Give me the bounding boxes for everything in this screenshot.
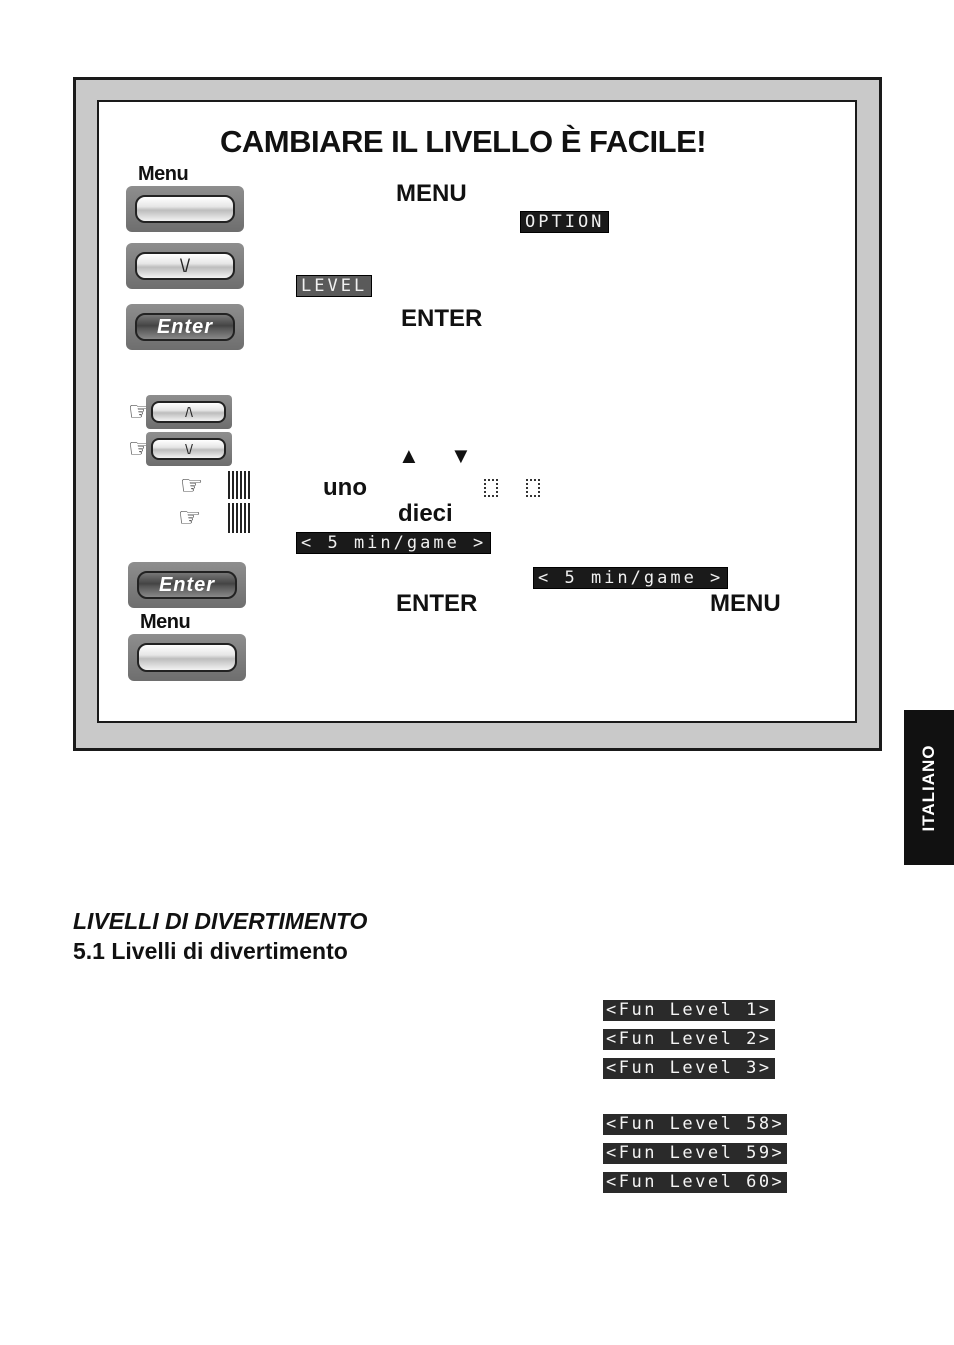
- menu-button-label: Menu: [138, 163, 189, 185]
- double-press-hand-icon: ☞: [178, 502, 202, 532]
- menu-button[interactable]: [126, 186, 244, 232]
- down-arrow-icon: \/: [179, 256, 190, 276]
- lcd-digit-icon: [228, 471, 250, 499]
- fun-level-display: <Fun Level 1>: [603, 1000, 775, 1021]
- up-arrow-symbol: ▲: [398, 443, 420, 468]
- uno-label: uno: [323, 474, 367, 501]
- down-arrow-icon: \/: [185, 441, 193, 457]
- press-hand-icon: ☞: [128, 433, 152, 463]
- menu-keyword: MENU: [710, 590, 781, 617]
- lcd-min-game-confirmed: < 5 min/game >: [533, 567, 729, 589]
- fun-level-display: <Fun Level 2>: [603, 1029, 775, 1050]
- enter-button[interactable]: Enter: [128, 562, 246, 608]
- enter-button-label: Enter: [158, 574, 216, 596]
- section-title: LIVELLI DI DIVERTIMENTO: [73, 908, 368, 934]
- down-button-small-face: [151, 438, 226, 460]
- lcd-option: OPTION: [520, 211, 610, 233]
- panel-title: CAMBIARE IL LIVELLO È FACILE!: [220, 124, 707, 159]
- lcd-min-game: < 5 min/game >: [296, 532, 492, 554]
- down-button-face: [135, 252, 235, 280]
- fun-level-display: <Fun Level 59>: [603, 1143, 788, 1164]
- language-tab: ITALIANO: [904, 710, 954, 865]
- enter-button-face: [135, 313, 235, 341]
- menu-button-face: [135, 195, 235, 223]
- press-hand-icon: ☞: [128, 396, 152, 426]
- single-press-hand-icon: ☞: [180, 470, 204, 500]
- lcd-cell-icon: [526, 479, 540, 497]
- enter-button-face: [137, 571, 237, 599]
- dieci-label: dieci: [398, 500, 453, 527]
- lcd-cell-icon: [484, 479, 498, 497]
- fun-level-display: <Fun Level 3>: [603, 1058, 775, 1079]
- enter-button[interactable]: Enter: [126, 304, 244, 350]
- fun-level-display: <Fun Level 60>: [603, 1172, 788, 1193]
- section-subtitle: 5.1 Livelli di divertimento: [73, 938, 348, 964]
- enter-keyword: ENTER: [396, 590, 478, 617]
- menu-button-label: Menu: [140, 611, 191, 633]
- down-button[interactable]: \/: [126, 243, 244, 289]
- up-button-face: [151, 401, 226, 423]
- menu-button[interactable]: [128, 634, 246, 681]
- down-button-small[interactable]: \/: [146, 432, 232, 466]
- enter-keyword: ENTER: [401, 305, 483, 332]
- up-button[interactable]: /\: [146, 395, 232, 429]
- up-arrow-icon: /\: [185, 404, 193, 420]
- language-tab-label: ITALIANO: [919, 743, 938, 832]
- lcd-digit-icon: [228, 503, 250, 533]
- menu-keyword: MENU: [396, 180, 467, 207]
- fun-level-display: <Fun Level 58>: [603, 1114, 788, 1135]
- down-arrow-symbol: ▼: [450, 443, 472, 468]
- enter-button-label: Enter: [156, 316, 214, 338]
- lcd-level: LEVEL: [296, 275, 373, 297]
- menu-button-face: [137, 643, 237, 672]
